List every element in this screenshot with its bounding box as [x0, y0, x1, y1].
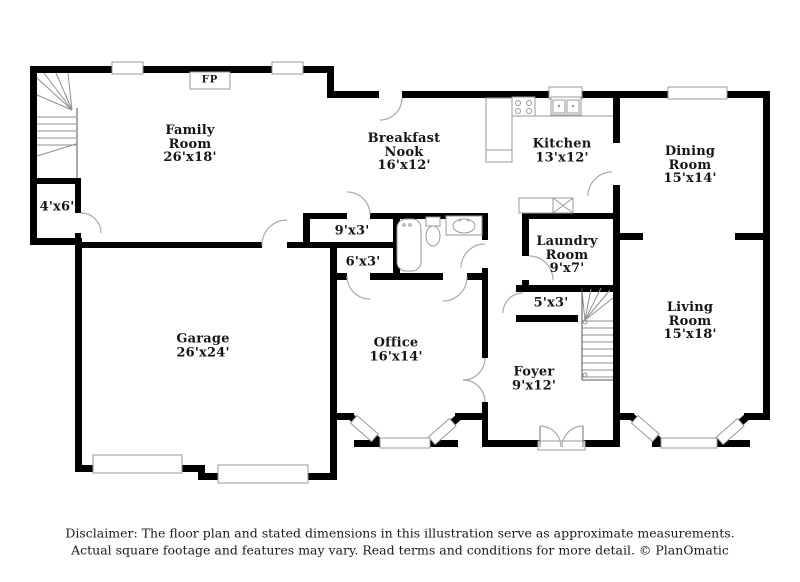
- disclaimer-line-2: Actual square footage and features may v…: [71, 542, 729, 557]
- room-label-family-room: Family Room 26'x18': [163, 122, 217, 165]
- room-label-closet-4x6: 4'x6': [39, 199, 75, 215]
- room-label-closet-6x3: 6'x3': [345, 254, 381, 270]
- family-window-1: [111, 61, 144, 75]
- bathroom-sink-icon: [445, 215, 483, 236]
- room-label-foyer: Foyer 9'x12': [511, 364, 557, 393]
- kitchen-counter-left: [485, 97, 513, 163]
- living-bay-window-right: [715, 417, 745, 446]
- living-bay-window-left: [630, 414, 660, 443]
- room-label-closet-5x3: 5'x3': [533, 295, 569, 311]
- garage-entry-door: [261, 219, 288, 246]
- living-bay-window-front: [660, 437, 718, 449]
- laundry-hall-door: [587, 171, 613, 197]
- stove-icon: [511, 96, 536, 117]
- toilet-icon: [425, 216, 441, 247]
- windows: [92, 61, 745, 484]
- closet-4x6-door: [80, 212, 102, 234]
- room-label-laundry-room: Laundry Room 9'x7': [536, 233, 598, 276]
- washer-dryer-icons: [518, 197, 574, 214]
- office-bay-window-right: [427, 417, 457, 446]
- disclaimer-text: Disclaimer: The floor plan and stated di…: [65, 526, 734, 559]
- room-label-breakfast-nook: Breakfast Nook 16'x12': [367, 130, 441, 173]
- fixtures: [189, 71, 613, 272]
- room-label-living-room: Living Room 15'x18': [663, 299, 717, 342]
- nook-door-opening: [379, 90, 402, 99]
- stairs-upper-left: [36, 72, 78, 178]
- family-window-2: [271, 61, 304, 75]
- door-arcs: [80, 97, 613, 448]
- bathroom-door: [460, 243, 486, 269]
- kitchen-sink-icon: [550, 96, 582, 116]
- nook-patio-door: [379, 97, 403, 121]
- dining-window: [667, 86, 728, 100]
- front-door-right-arc: [561, 425, 584, 448]
- office-bay-window-front: [379, 437, 431, 449]
- disclaimer-line-1: Disclaimer: The floor plan and stated di…: [65, 525, 735, 541]
- room-label-dining-room: Dining Room 15'x14': [663, 143, 717, 186]
- room-label-office: Office 16'x14': [369, 335, 423, 364]
- room-label-kitchen: Kitchen 13'x12': [532, 136, 592, 165]
- office-bay-window-left: [349, 414, 379, 443]
- laundry-door: [528, 255, 554, 281]
- fireplace: [189, 71, 231, 90]
- closet-6x3-door: [346, 275, 371, 300]
- garage-door-1: [92, 454, 183, 474]
- hall-9x3-door: [346, 191, 371, 216]
- office-double-door-bottom: [462, 379, 486, 403]
- room-label-hall-9x3: 9'x3': [334, 223, 370, 239]
- closet-5x3-door: [502, 292, 524, 314]
- office-hall-door: [442, 276, 468, 302]
- room-label-garage: Garage 26'x24': [176, 331, 230, 360]
- front-door-left-arc: [539, 425, 562, 448]
- fireplace-label: FP: [201, 74, 219, 86]
- bathtub-icon: [396, 218, 422, 272]
- garage-door-2: [217, 464, 309, 484]
- office-double-door-top: [462, 357, 486, 381]
- walls: [30, 66, 770, 480]
- stairs-foyer: [581, 287, 614, 381]
